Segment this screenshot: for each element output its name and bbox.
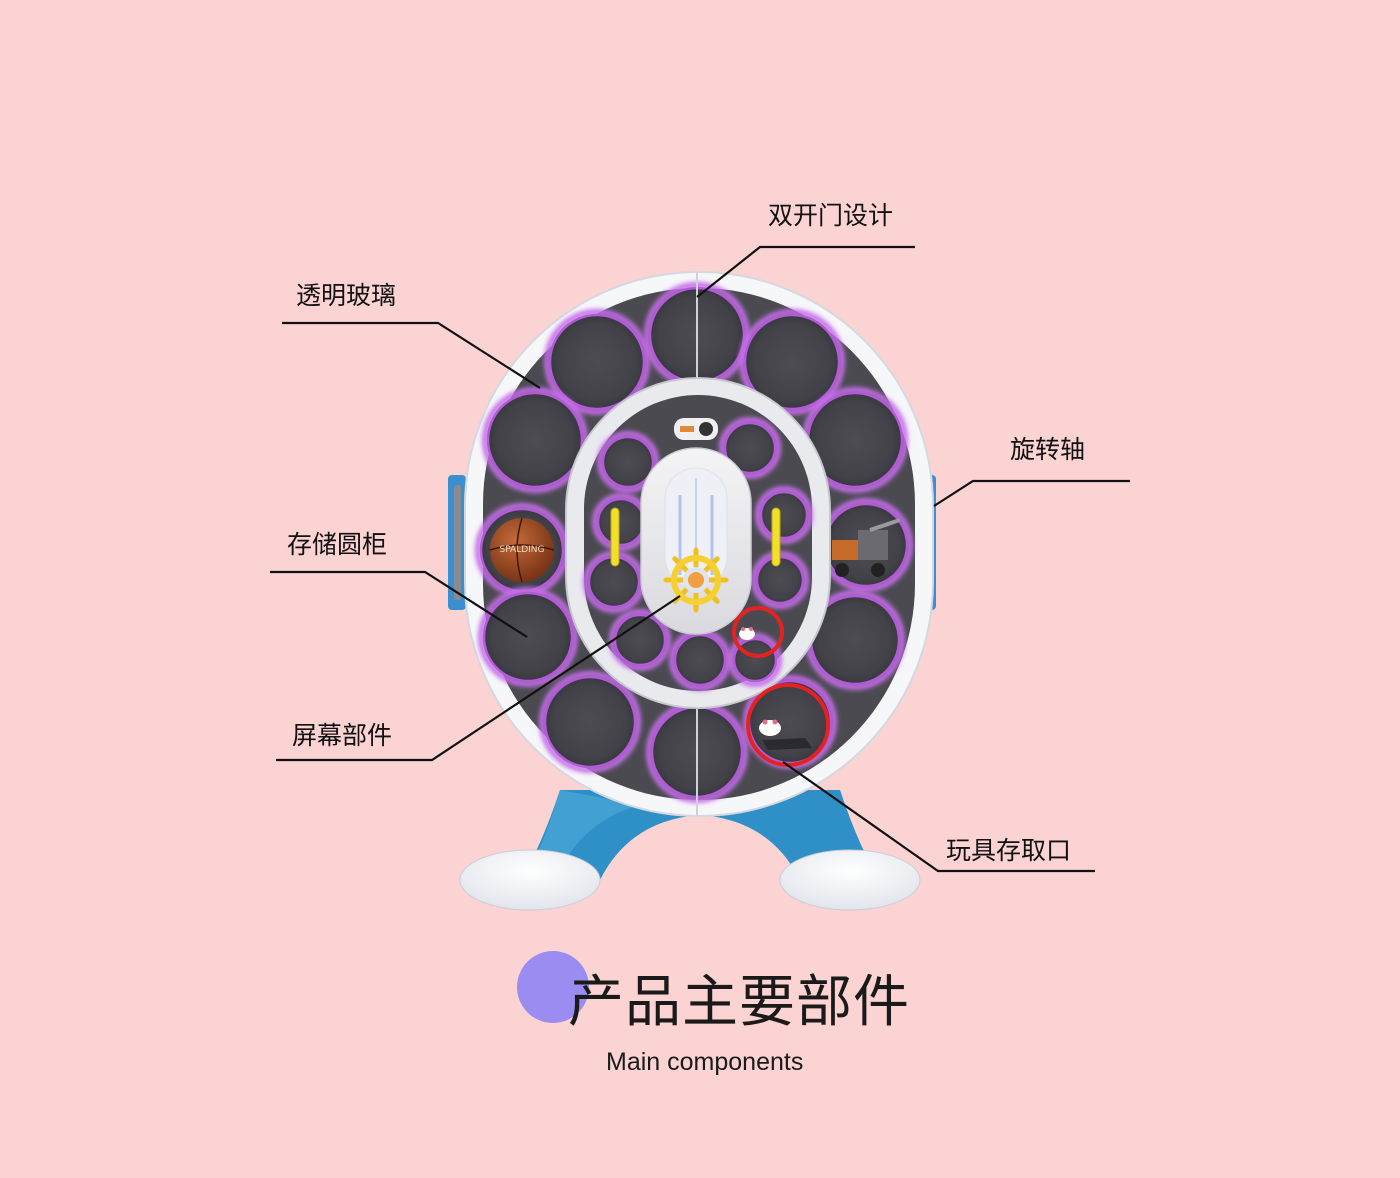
ball-brand-text: SPALDING	[499, 545, 544, 555]
title-accent-dot	[517, 951, 589, 1023]
base-stand	[459, 790, 921, 911]
storage-cylinder	[539, 671, 641, 773]
page-title: 产品主要部件	[568, 970, 910, 1035]
label-cabinet: 存储圆柜	[287, 530, 388, 559]
label-screen: 屏幕部件	[292, 721, 393, 750]
top-device	[674, 418, 718, 440]
toy-truck	[832, 518, 901, 577]
storage-cylinder	[544, 309, 650, 415]
door-handles	[610, 507, 781, 567]
label-double-door: 双开门设计	[768, 201, 894, 230]
label-glass: 透明玻璃	[296, 281, 397, 310]
storage-cylinder-small	[597, 431, 659, 493]
callout-line-axis	[933, 479, 1130, 507]
label-axis: 旋转轴	[1010, 435, 1086, 464]
storage-cylinder-small	[592, 493, 650, 551]
storage-cylinder-small	[755, 486, 813, 544]
ship-wheel-icon	[663, 547, 729, 613]
callout-lines	[270, 245, 1130, 873]
page-subtitle: Main components	[606, 1048, 804, 1076]
callout-line-double-door	[696, 245, 915, 298]
callout-line-screen	[276, 595, 681, 762]
storage-cylinder-small	[719, 417, 781, 479]
storage-cylinder	[739, 309, 845, 415]
label-toy-port: 玩具存取口	[946, 836, 1072, 865]
callout-line-glass	[282, 321, 541, 389]
storage-cylinder	[478, 587, 578, 687]
callout-line-toy-port	[782, 761, 1095, 873]
callout-line-cabinet	[270, 570, 528, 638]
basketball: SPALDING	[489, 517, 555, 583]
storage-cylinder-small	[669, 629, 731, 691]
